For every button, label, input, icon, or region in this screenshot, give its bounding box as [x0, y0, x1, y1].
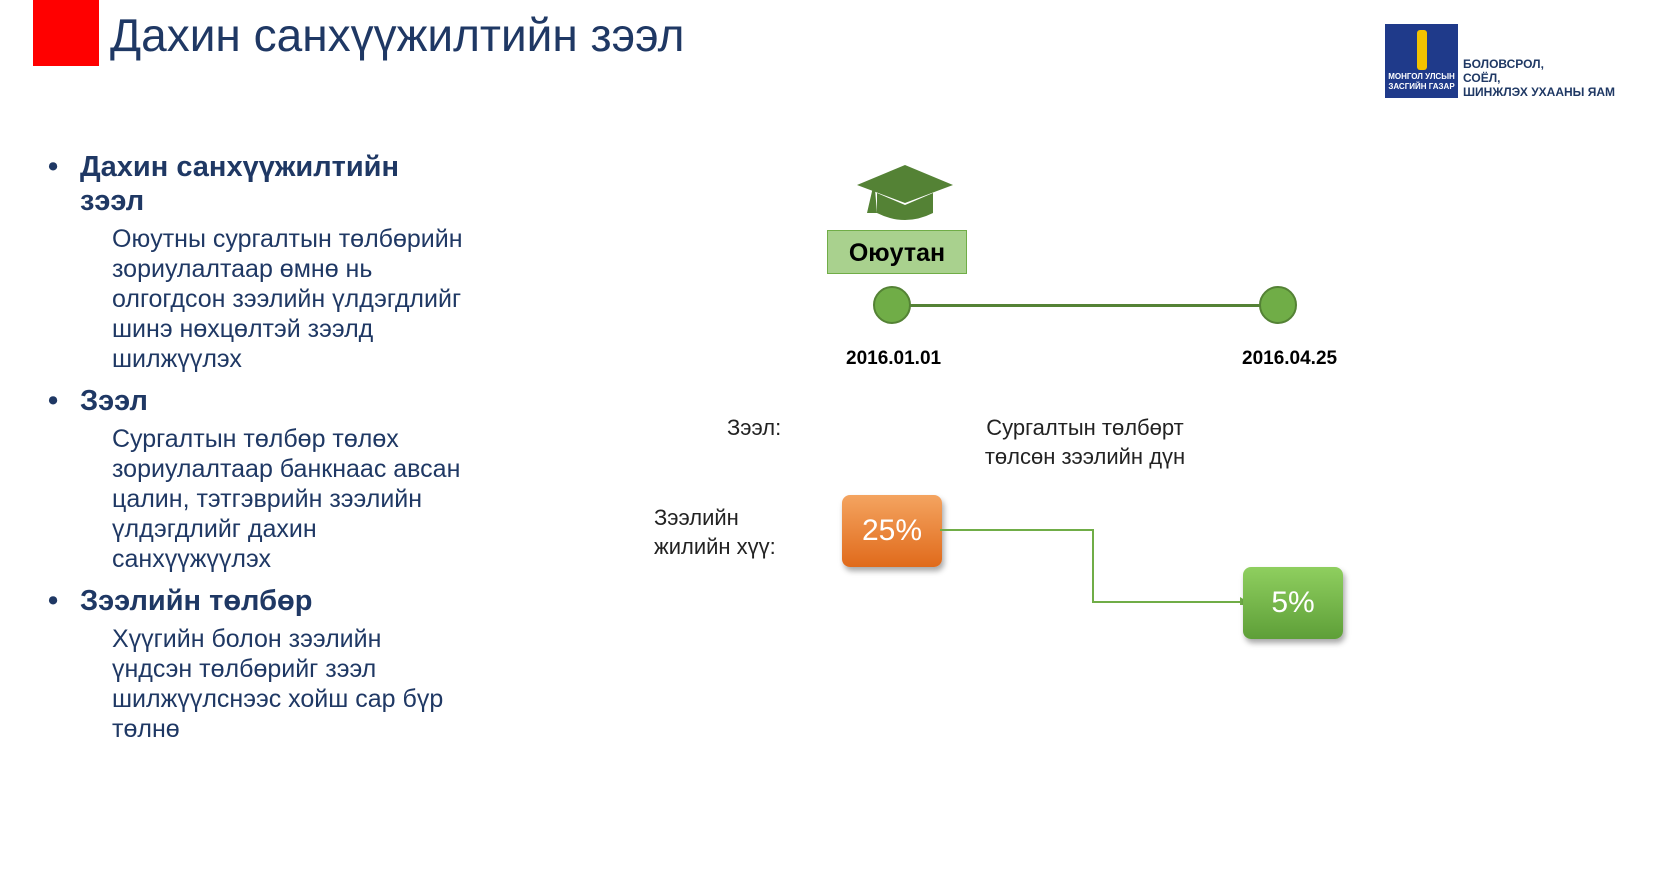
old-rate-badge: 25% — [842, 495, 942, 567]
rate-label-line: Зээлийн — [654, 505, 739, 530]
bullet-body: Оюутны сургалтын төлбөрийн зориулалтаар … — [112, 225, 463, 373]
bullet-heading: Дахин санхүүжилтийн зээл — [48, 150, 448, 218]
bullet-body: Хүүгийн болон зээлийн үндсэн төлбөрийг з… — [112, 625, 444, 743]
timeline-end-dot — [1259, 286, 1297, 324]
page-title: Дахин санхүүжилтийн зээл — [110, 9, 685, 61]
title-accent — [33, 0, 99, 66]
logo-line: ЗАСГИЙН ГАЗАР — [1388, 82, 1455, 91]
bullet-body: Сургалтын төлбөр төлөх зориулалтаар банк… — [112, 425, 461, 573]
loan-desc-line: Сургалтын төлбөрт — [986, 415, 1184, 440]
start-date: 2016.01.01 — [846, 348, 942, 369]
logo-line: МОНГОЛ УЛСЫН — [1388, 72, 1455, 81]
loan-desc-line: төлсөн зээлийн дүн — [984, 444, 1186, 469]
timeline-start-dot — [873, 286, 911, 324]
student-label: Оюутан — [827, 230, 967, 274]
soyombo-icon — [1417, 30, 1427, 70]
bullet-heading: Зээлийн төлбөр — [48, 584, 508, 618]
ministry-name-line: СОЁЛ, — [1463, 71, 1501, 85]
ministry-name: БОЛОВСРОЛ, СОЁЛ, ШИНЖЛЭХ УХААНЫ ЯАМ — [1463, 57, 1615, 99]
ministry-name-line: ШИНЖЛЭХ УХААНЫ ЯАМ — [1463, 85, 1616, 99]
rate-label: Зээлийн жилийн хүү: — [654, 503, 776, 561]
loan-label: Зээл: — [727, 415, 782, 440]
rate-change-arrow — [940, 529, 1248, 605]
end-date: 2016.04.25 — [1242, 348, 1338, 369]
timeline-line — [893, 304, 1278, 307]
bullet-heading: Зээл — [48, 384, 508, 418]
ministry-name-line: БОЛОВСРОЛ, — [1463, 57, 1544, 71]
graduation-cap-icon — [857, 165, 953, 220]
rate-label-line: жилийн хүү: — [654, 534, 776, 559]
new-rate-badge: 5% — [1243, 567, 1343, 639]
loan-description: Сургалтын төлбөрт төлсөн зээлийн дүн — [970, 413, 1200, 471]
bullet-list: Дахин санхүүжилтийн зээл Оюутны сургалты… — [48, 150, 508, 754]
